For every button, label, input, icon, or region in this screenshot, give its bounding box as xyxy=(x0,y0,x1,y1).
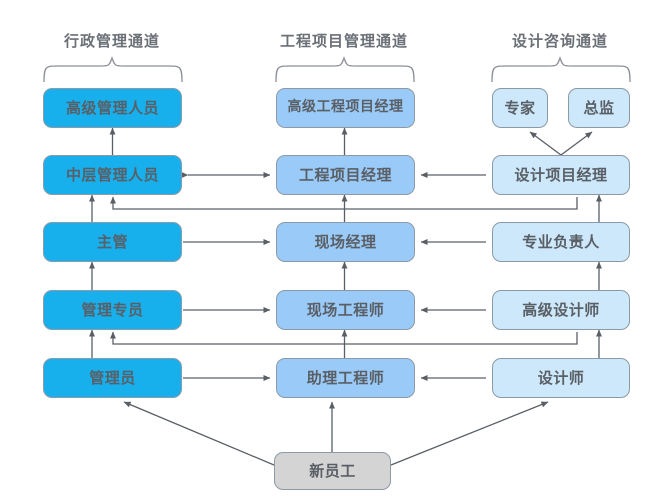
brace-design xyxy=(491,56,631,83)
node-senior-engineering-project-manager[interactable]: 高级工程项目经理 xyxy=(276,88,415,128)
brace-engineering xyxy=(275,56,415,83)
node-new-employee[interactable]: 新员工 xyxy=(274,452,391,490)
node-management-specialist[interactable]: 管理专员 xyxy=(43,290,182,330)
node-engineering-project-manager[interactable]: 工程项目经理 xyxy=(276,155,415,195)
track-title-design: 设计咨询通道 xyxy=(511,32,608,50)
track-title-engineering: 工程项目管理通道 xyxy=(279,32,408,50)
node-senior-designer[interactable]: 高级设计师 xyxy=(492,290,630,330)
arrow-dpm-to-chief-director xyxy=(560,131,593,156)
node-chief-director[interactable]: 总监 xyxy=(568,88,630,128)
arrow-dpm-to-expert xyxy=(529,131,562,156)
brace-admin xyxy=(43,56,183,83)
node-professional-lead[interactable]: 专业负责人 xyxy=(492,222,630,262)
arrow-design-track-to-middle-management xyxy=(110,196,578,210)
arrow-design-track-to-management-specialist xyxy=(110,331,578,345)
arrow-new-employee-to-designer xyxy=(390,401,549,466)
node-middle-management-staff[interactable]: 中层管理人员 xyxy=(43,155,182,195)
arrow-new-employee-to-administrator xyxy=(123,401,275,466)
node-administrator[interactable]: 管理员 xyxy=(43,358,182,398)
node-designer[interactable]: 设计师 xyxy=(492,358,630,398)
node-design-project-manager[interactable]: 设计项目经理 xyxy=(492,155,630,195)
node-supervisor[interactable]: 主管 xyxy=(43,222,182,262)
brace-group xyxy=(43,56,631,83)
node-site-engineer[interactable]: 现场工程师 xyxy=(276,290,415,330)
node-expert[interactable]: 专家 xyxy=(492,88,548,128)
track-title-admin: 行政管理通道 xyxy=(63,32,160,50)
node-senior-management-staff[interactable]: 高级管理人员 xyxy=(43,88,182,128)
node-assistant-engineer[interactable]: 助理工程师 xyxy=(276,358,415,398)
node-site-manager[interactable]: 现场经理 xyxy=(276,222,415,262)
